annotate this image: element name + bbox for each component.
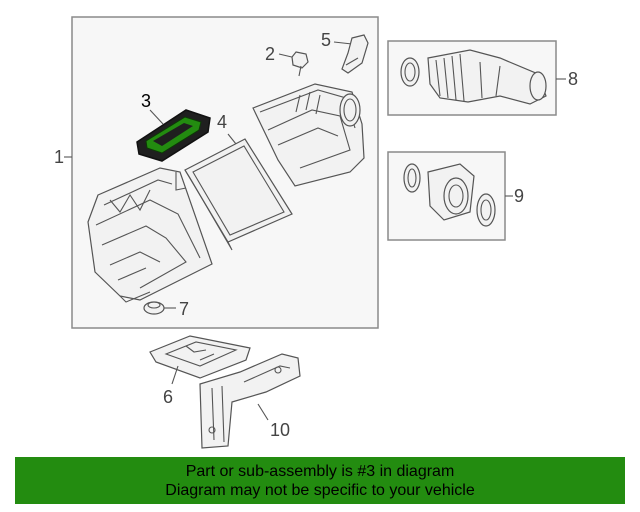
callout-1[interactable]: 1 — [54, 147, 72, 167]
part-8-intake-hose[interactable]: 8 — [400, 49, 578, 105]
svg-text:8: 8 — [568, 69, 578, 89]
svg-text:1: 1 — [54, 147, 64, 167]
part-5-bracket[interactable]: 5 — [321, 30, 369, 74]
part-7-grommet[interactable]: 7 — [143, 299, 189, 319]
svg-text:5: 5 — [321, 30, 331, 50]
svg-text:10: 10 — [270, 420, 290, 440]
svg-text:9: 9 — [514, 186, 524, 206]
part-3-gasket[interactable]: 3 — [136, 91, 211, 162]
part-9-coupler[interactable]: 9 — [403, 163, 524, 227]
banner-line-2: Diagram may not be specific to your vehi… — [165, 481, 475, 499]
part-6-tray[interactable]: 6 — [149, 335, 251, 407]
banner-line-1: Part or sub-assembly is #3 in diagram — [185, 462, 455, 480]
part-2-bolt[interactable]: 2 — [265, 44, 309, 77]
svg-text:6: 6 — [163, 387, 173, 407]
parts-diagram: 1 2 5 3 4 — [54, 16, 578, 449]
notice-banner: Part or sub-assembly is #3 in diagram Di… — [15, 457, 625, 504]
airbox-upper-housing — [252, 83, 365, 187]
airbox-lower-housing — [87, 167, 213, 303]
part-10-bracket[interactable]: 10 — [199, 353, 301, 449]
svg-text:7: 7 — [179, 299, 189, 319]
svg-text:4: 4 — [217, 112, 227, 132]
svg-text:2: 2 — [265, 44, 275, 64]
part-4-filter[interactable]: 4 — [184, 112, 293, 251]
svg-text:3: 3 — [141, 91, 151, 111]
